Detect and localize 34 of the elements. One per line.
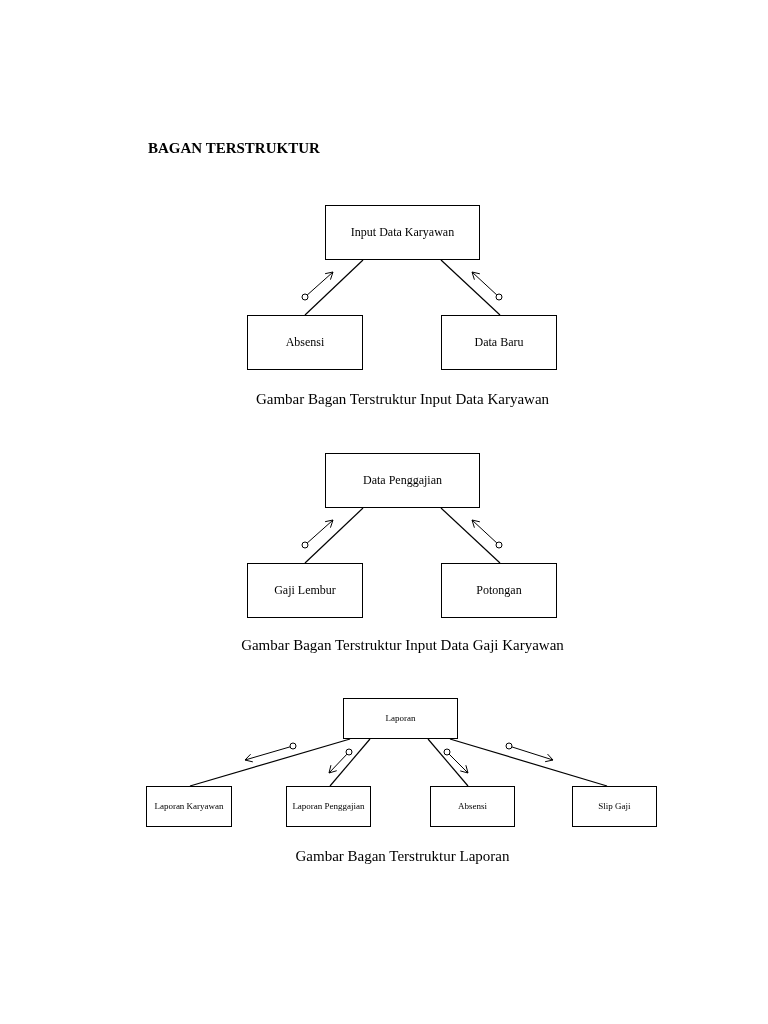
module-label: Slip Gaji <box>598 800 631 813</box>
module-label: Gaji Lembur <box>274 583 336 598</box>
module-box <box>343 698 458 739</box>
module-label: Laporan <box>385 712 416 725</box>
connector-line <box>427 738 469 787</box>
module-box <box>572 786 657 827</box>
module-label: Absensi <box>458 800 487 813</box>
module-label: Potongan <box>476 583 522 598</box>
module-label: Absensi <box>285 335 325 350</box>
module-box <box>286 786 371 827</box>
connector-line <box>440 507 501 564</box>
module-box <box>441 315 557 370</box>
connector-line <box>449 738 608 787</box>
connector-line <box>189 738 351 787</box>
figure-caption: Gambar Bagan Terstruktur Laporan <box>294 847 511 866</box>
connector-line <box>304 507 364 564</box>
figure-caption: Gambar Bagan Terstruktur Input Data Karyawan <box>254 390 551 409</box>
heading: BAGAN TERSTRUKTUR <box>148 139 320 158</box>
module-label: Data Baru <box>474 335 524 350</box>
module-label: Laporan Karyawan <box>154 800 224 813</box>
module-box <box>247 315 363 370</box>
connector-line <box>304 259 364 316</box>
module-box <box>146 786 232 827</box>
module-box <box>325 205 480 260</box>
module-label: Input Data Karyawan <box>350 225 455 240</box>
module-box <box>430 786 515 827</box>
module-label: Laporan Penggajian <box>292 800 365 813</box>
figure-caption: Gambar Bagan Terstruktur Input Data Gaji Karyawan <box>240 636 565 655</box>
module-box <box>325 453 480 508</box>
module-box <box>247 563 363 618</box>
connector-line <box>329 738 371 787</box>
module-label: Data Penggajian <box>363 473 442 488</box>
module-box <box>441 563 557 618</box>
connector-line <box>440 259 501 316</box>
